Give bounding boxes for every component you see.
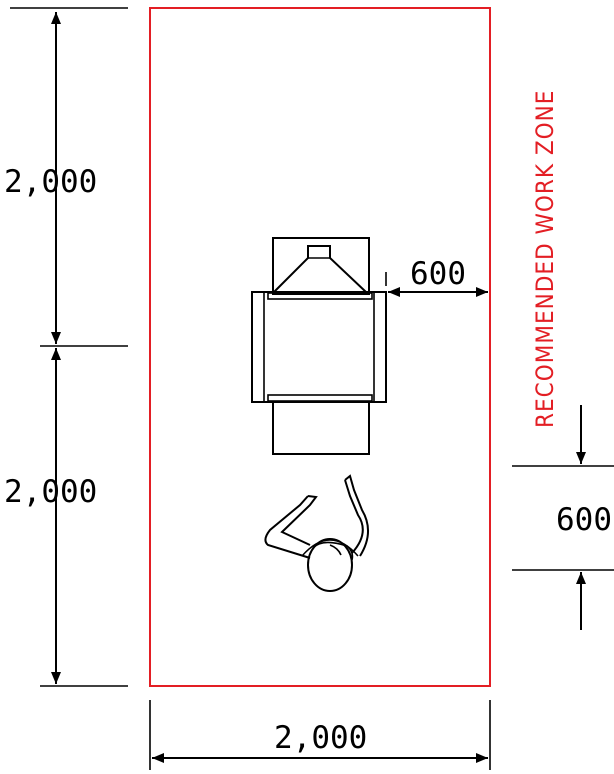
dimension-left-top: 2,000 bbox=[4, 164, 97, 200]
operator-top-view-icon bbox=[264, 474, 369, 592]
machine-top-view-icon bbox=[251, 237, 387, 455]
dimension-side-clearance: 600 bbox=[410, 256, 466, 292]
work-zone-boundary bbox=[149, 7, 491, 687]
dimension-front-clearance: 600 bbox=[556, 502, 612, 538]
dimension-left-bottom: 2,000 bbox=[4, 474, 97, 510]
work-zone-label: RECOMMENDED WORK ZONE bbox=[531, 90, 559, 428]
dimension-bottom-width: 2,000 bbox=[274, 720, 367, 756]
